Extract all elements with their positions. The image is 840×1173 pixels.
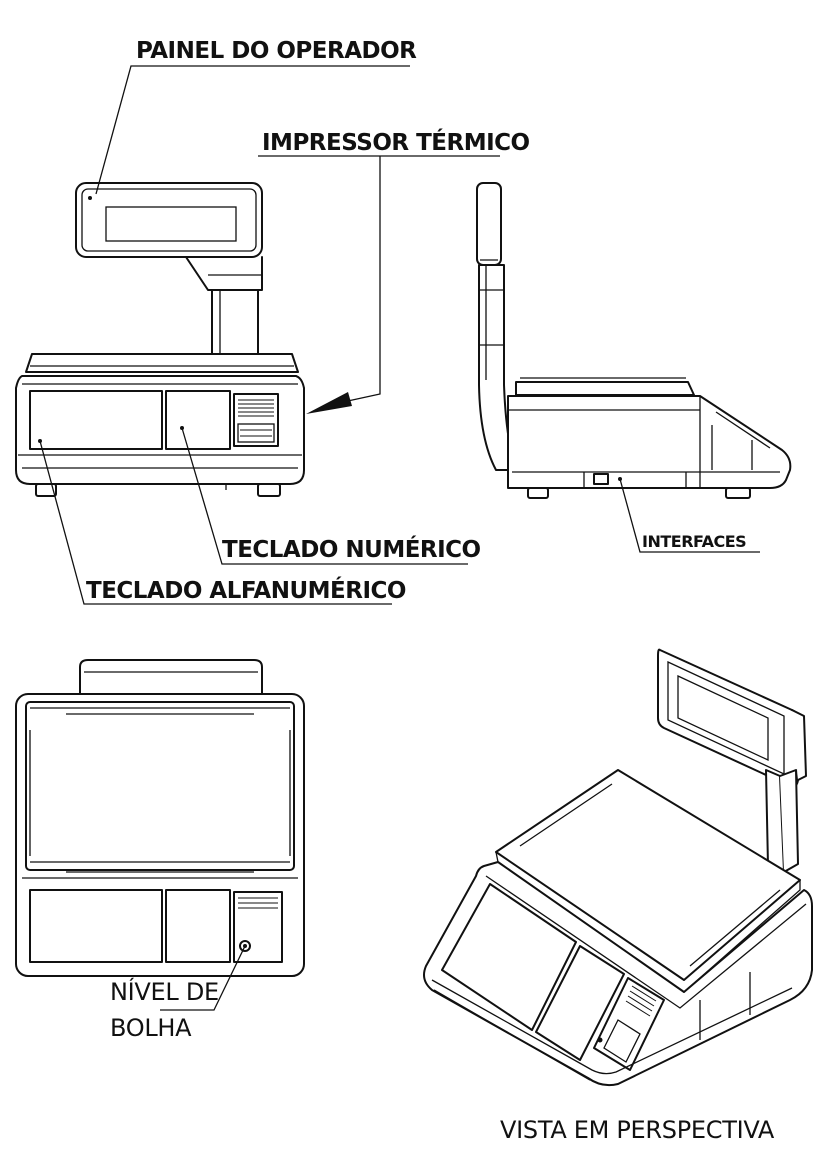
- side-display-housing: [476, 182, 502, 266]
- front-display-screen: [105, 206, 237, 242]
- label-numeric-keypad: TECLADO NUMÉRICO: [222, 535, 481, 563]
- front-platter: [25, 353, 299, 373]
- printer-arrow-head: [306, 392, 352, 414]
- leader-lines: [39, 65, 760, 1011]
- front-display-housing: [75, 182, 263, 258]
- front-view: [15, 182, 305, 497]
- label-perspective-view: VISTA EM PERSPECTIVA: [500, 1116, 775, 1144]
- top-numeric-keypad: [165, 889, 231, 963]
- front-printer-slot: [233, 393, 279, 447]
- top-view: [15, 659, 305, 977]
- side-view: [476, 182, 792, 499]
- persp-numeric-keypad: [535, 945, 625, 1061]
- front-column: [211, 289, 259, 355]
- label-operator-panel: PAINEL DO OPERADOR: [136, 38, 417, 64]
- label-thermal-printer: IMPRESSOR TÉRMICO: [262, 128, 530, 156]
- front-alphanumeric-keypad: [29, 390, 163, 450]
- label-bubble-level-line1: NÍVEL DE: [110, 977, 219, 1006]
- persp-display-screen: [677, 674, 769, 762]
- side-interface-port: [593, 473, 609, 485]
- perspective-view: [423, 648, 813, 1087]
- labels: PAINEL DO OPERADOR IMPRESSOR TÉRMICO TEC…: [86, 38, 775, 1144]
- top-platter: [25, 701, 295, 871]
- label-interfaces: INTERFACES: [642, 532, 746, 551]
- top-display-head: [79, 659, 263, 695]
- top-alphanumeric-keypad: [29, 889, 163, 963]
- front-numeric-keypad: [165, 390, 231, 450]
- label-alphanumeric-keypad: TECLADO ALFANUMÉRICO: [86, 576, 406, 604]
- side-body: [507, 395, 792, 489]
- persp-alphanumeric-keypad: [441, 883, 577, 1031]
- side-platter: [515, 381, 695, 396]
- label-bubble-level-line2: BOLHA: [110, 1014, 192, 1042]
